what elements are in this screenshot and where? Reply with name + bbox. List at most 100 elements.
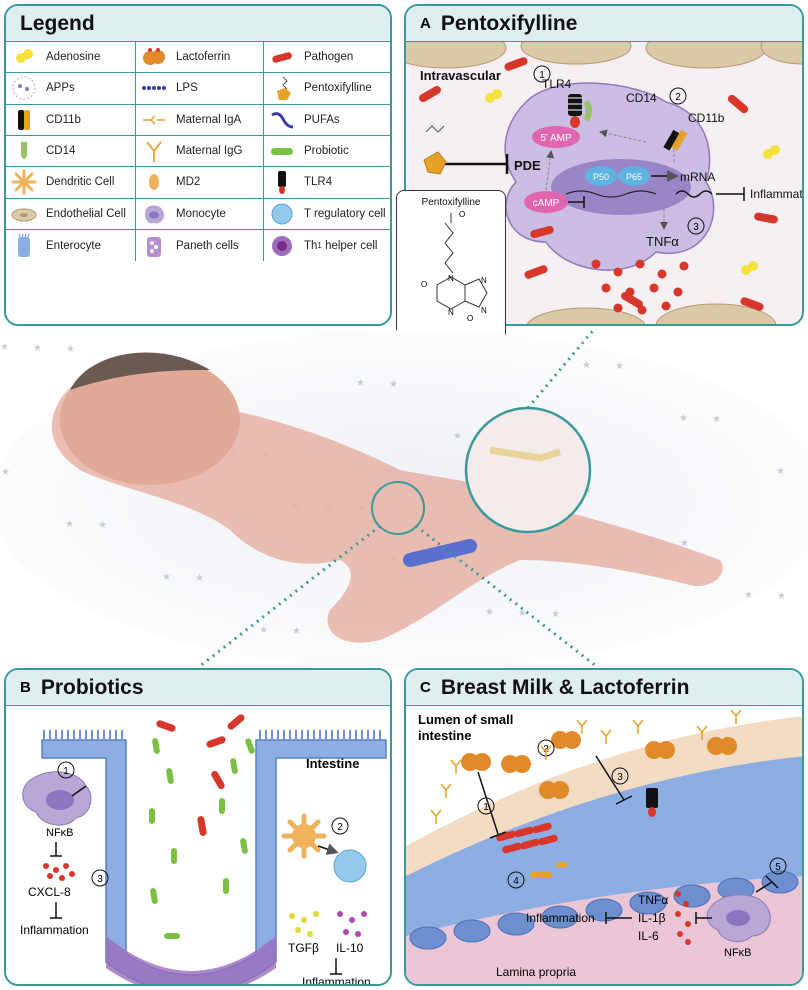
monocyte-nucleus: [551, 159, 691, 215]
pentoxifylline-structure: Pentoxifylline O N N N N O O: [421, 197, 488, 323]
cytokine-dot: [343, 929, 349, 935]
star-icon: ★: [66, 344, 75, 355]
immunoglobulin: [600, 729, 612, 744]
pathogen: [524, 265, 548, 279]
tnf-dot: [601, 283, 611, 293]
camp-label: cAMP: [533, 198, 560, 209]
cxcl8-dot: [47, 873, 53, 879]
infant-head: [60, 355, 240, 485]
star-icon: ★: [776, 466, 785, 477]
cxcl8-dots: [43, 863, 75, 881]
star-icon: ★: [98, 520, 107, 531]
pufas-icon: [268, 107, 296, 133]
panel-c-illustration: Lumen of small intestine Lamina propria …: [406, 709, 802, 984]
legend-item-label: CD11b: [46, 113, 81, 126]
cxcl8-label: CXCL-8: [28, 885, 71, 899]
pathogen: [496, 830, 516, 842]
legend-item-adenosine: Adenosine: [6, 42, 136, 74]
legend-item-label: APPs: [46, 82, 75, 95]
cytokine-dot: [685, 921, 691, 927]
star-icon: ★: [582, 360, 591, 371]
pathogen: [514, 826, 534, 838]
pathogen-clump: [496, 822, 558, 854]
legend-item-cd14: CD14: [6, 136, 136, 168]
tnf-dot: [657, 269, 667, 279]
cd14-icon: [10, 138, 38, 164]
tgfb-label: TGFβ: [288, 941, 319, 955]
inflammation-right-label: Inflammation: [302, 975, 371, 986]
pathogen: [754, 212, 778, 224]
star-icon: ★: [518, 608, 527, 619]
lactoferrin: [719, 737, 737, 755]
immunoglobulin: [430, 809, 442, 824]
inflammation-label: Inflammation: [526, 911, 595, 925]
tnf-dot: [613, 303, 623, 313]
pathogen: [419, 86, 441, 102]
tnf-dot: [649, 283, 659, 293]
cd11b-icon: [10, 107, 38, 133]
legend-item-label: Lactoferrin: [176, 51, 231, 64]
md2-molecule: [530, 872, 552, 878]
pathogen-icon: [268, 44, 296, 70]
step-4-badge: 4: [507, 871, 525, 889]
star-icon: ★: [744, 590, 753, 601]
cytokine-dot: [349, 917, 355, 923]
cxcl8-dot: [69, 871, 75, 877]
tnf-dot: [679, 261, 689, 271]
step-1-badge: 1: [477, 797, 495, 815]
star-icon: ★: [1, 467, 10, 478]
enterocyte-icon: [10, 233, 38, 259]
tnf-dot: [661, 301, 671, 311]
lps-icon: [140, 75, 168, 101]
legend-item-label: Th: [304, 239, 318, 252]
lactoferrin-icon: [140, 44, 168, 70]
star-icon: ★: [485, 607, 494, 618]
svg-text:N: N: [448, 308, 454, 317]
cytokine-dot: [313, 911, 319, 917]
probiotic: [152, 738, 160, 754]
legend-item-maternal-iga: Maternal IgA: [136, 104, 264, 136]
star-icon: ★: [162, 572, 171, 583]
epithelial-nucleus: [761, 870, 799, 894]
panel-a-letter: A: [420, 15, 431, 32]
lactoferrin: [657, 741, 675, 759]
lamina-propria-label: Lamina propria: [496, 965, 576, 979]
cxcl8-dot: [59, 875, 65, 881]
panel-b-title: Probiotics: [40, 675, 144, 699]
lactoferrin: [473, 753, 491, 771]
star-icon: ★: [259, 625, 268, 636]
cd11b-label: CD11b: [688, 111, 725, 125]
svg-text:O: O: [421, 280, 427, 289]
pathogen: [206, 736, 226, 748]
cxcl8-dot: [63, 863, 69, 869]
svg-text:N: N: [448, 274, 454, 283]
adenosine-icon: [10, 44, 38, 70]
epithelial-cells: [409, 870, 799, 950]
immunoglobulin: [730, 709, 742, 724]
legend-title-bar: Legend: [6, 6, 390, 42]
legend-item-dendritic-cell: Dendritic Cell: [6, 167, 136, 199]
tgfb-il10-dots: [289, 911, 367, 937]
probiotic: [166, 768, 174, 784]
immunoglobulin: [576, 719, 588, 734]
cytokine-dot: [295, 927, 301, 933]
pathogen: [211, 770, 225, 790]
step-3-badge: 3: [611, 767, 629, 785]
star-icon: ★: [389, 379, 398, 390]
pathogen: [504, 57, 528, 71]
pde-label: PDE: [514, 158, 541, 173]
apps-icon: [10, 75, 38, 101]
t-regulatory-cell-icon: [268, 201, 296, 227]
legend-item-label: Maternal IgG: [176, 145, 243, 158]
amp-badge: [532, 126, 580, 148]
immunoglobulins: [430, 709, 742, 824]
il6-label: IL-6: [638, 929, 659, 943]
panel-c-letter: C: [420, 679, 431, 696]
pathogen: [502, 842, 522, 854]
immunoglobulin: [696, 725, 708, 740]
legend-item-label-suffix: helper cell: [321, 239, 378, 252]
endothelial-cell-icon: [10, 201, 38, 227]
step-1-badge: 1: [57, 761, 75, 779]
pathogen: [727, 94, 749, 114]
